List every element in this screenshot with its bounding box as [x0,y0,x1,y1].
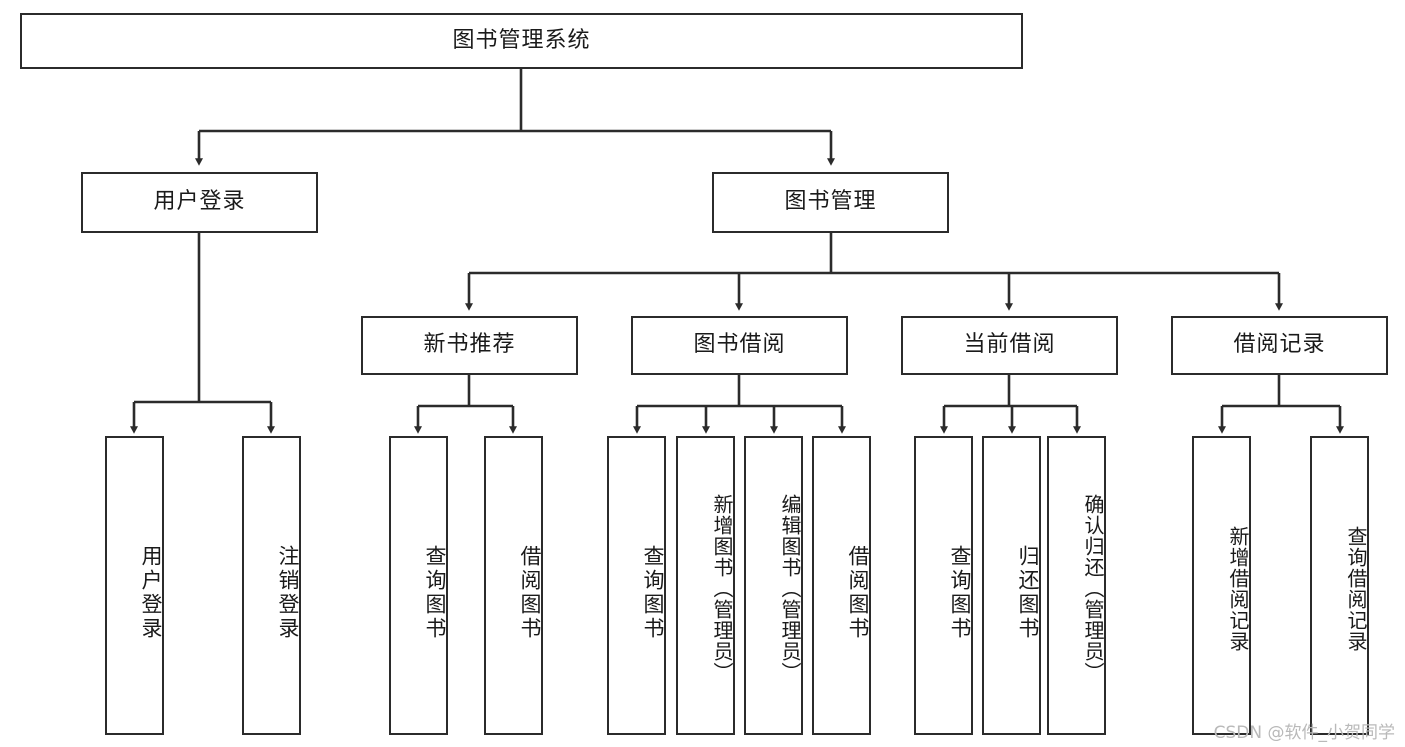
node-leaf-add-book-admin[interactable]: 新增图书（管理员） [676,436,735,735]
node-leaf-query-book-borrow[interactable]: 查询图书 [607,436,666,735]
node-root-system[interactable]: 图书管理系统 [20,13,1023,69]
node-new-book-recommend[interactable]: 新书推荐 [361,316,578,375]
node-leaf-borrow-book[interactable]: 借阅图书 [812,436,871,735]
node-leaf-query-book-current[interactable]: 查询图书 [914,436,973,735]
node-book-borrow[interactable]: 图书借阅 [631,316,848,375]
node-user-login[interactable]: 用户登录 [81,172,318,233]
node-book-management[interactable]: 图书管理 [712,172,949,233]
node-current-borrow[interactable]: 当前借阅 [901,316,1118,375]
node-leaf-logout[interactable]: 注销登录 [242,436,301,735]
node-leaf-borrow-book-recommend[interactable]: 借阅图书 [484,436,543,735]
node-leaf-query-borrow-record[interactable]: 查询借阅记录 [1310,436,1369,735]
node-leaf-user-login[interactable]: 用户登录 [105,436,164,735]
node-leaf-edit-book-admin[interactable]: 编辑图书（管理员） [744,436,803,735]
node-borrow-record[interactable]: 借阅记录 [1171,316,1388,375]
node-leaf-query-book-recommend[interactable]: 查询图书 [389,436,448,735]
node-leaf-add-borrow-record[interactable]: 新增借阅记录 [1192,436,1251,735]
node-leaf-return-book[interactable]: 归还图书 [982,436,1041,735]
csdn-watermark: CSDN @软件_小贺同学 [1213,723,1395,743]
node-leaf-confirm-return-admin[interactable]: 确认归还（管理员） [1047,436,1106,735]
